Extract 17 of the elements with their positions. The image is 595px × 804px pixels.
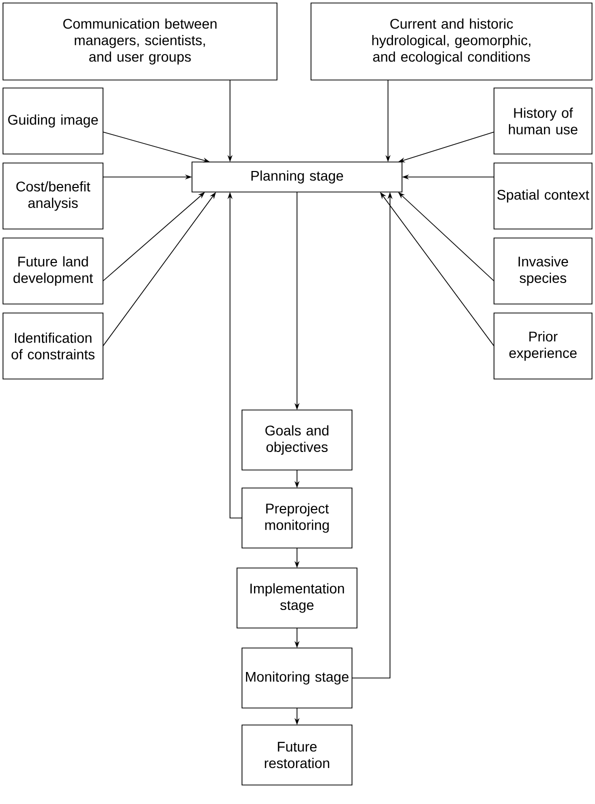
- process-box: Preproject monitoring: [242, 488, 352, 548]
- planning-box: Planning stage: [192, 162, 402, 192]
- process-box: Prior experience: [494, 312, 592, 380]
- process-box: Goals and objectives: [242, 410, 352, 470]
- process-box: Spatial context: [494, 162, 592, 230]
- process-box: Communication between managers, scientists, and user groups: [2, 2, 278, 80]
- process-box: Invasive species: [494, 238, 592, 304]
- process-box: Implementation stage: [236, 568, 358, 628]
- process-box: Identification of constraints: [2, 312, 104, 380]
- process-box: Cost/benefit analysis: [2, 162, 104, 230]
- process-box: History of human use: [494, 88, 592, 154]
- process-box: Future land development: [2, 238, 104, 304]
- process-box: Future restoration: [242, 724, 352, 786]
- process-box: Guiding image: [2, 88, 104, 154]
- process-box: Current and historic hydrological, geomorphic, and ecological conditions: [310, 2, 592, 80]
- arrow: [398, 192, 494, 282]
- process-box: Monitoring stage: [242, 648, 352, 708]
